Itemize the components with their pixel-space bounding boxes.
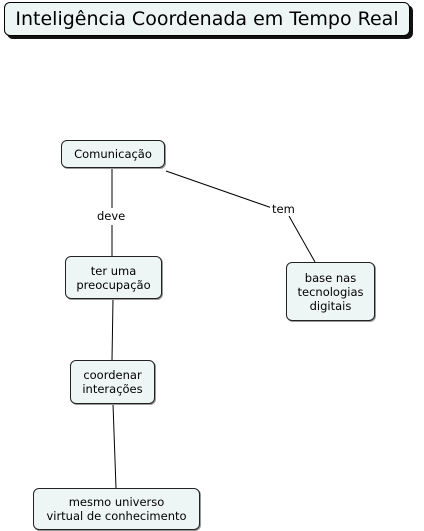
line-tem-tecnologias — [288, 215, 316, 263]
concept-preocupacao[interactable]: ter uma preocupação — [65, 256, 162, 299]
line-preocupacao-coordenar — [111, 298, 114, 361]
concept-comunicacao[interactable]: Comunicação — [61, 140, 165, 168]
concept-coordenar[interactable]: coordenar interações — [70, 360, 155, 404]
line-coordenar-mesmo-universo — [112, 403, 117, 489]
map-title: Inteligência Coordenada em Tempo Real — [4, 2, 410, 36]
concept-mesmo-universo[interactable]: mesmo universo virtual de conhecimento — [33, 488, 200, 530]
concept-tecnologias[interactable]: base nas tecnologias digitais — [286, 262, 375, 321]
link-label-tem: tem — [270, 202, 297, 216]
line-comunicacao-tem — [165, 170, 273, 209]
link-label-deve: deve — [95, 209, 128, 223]
